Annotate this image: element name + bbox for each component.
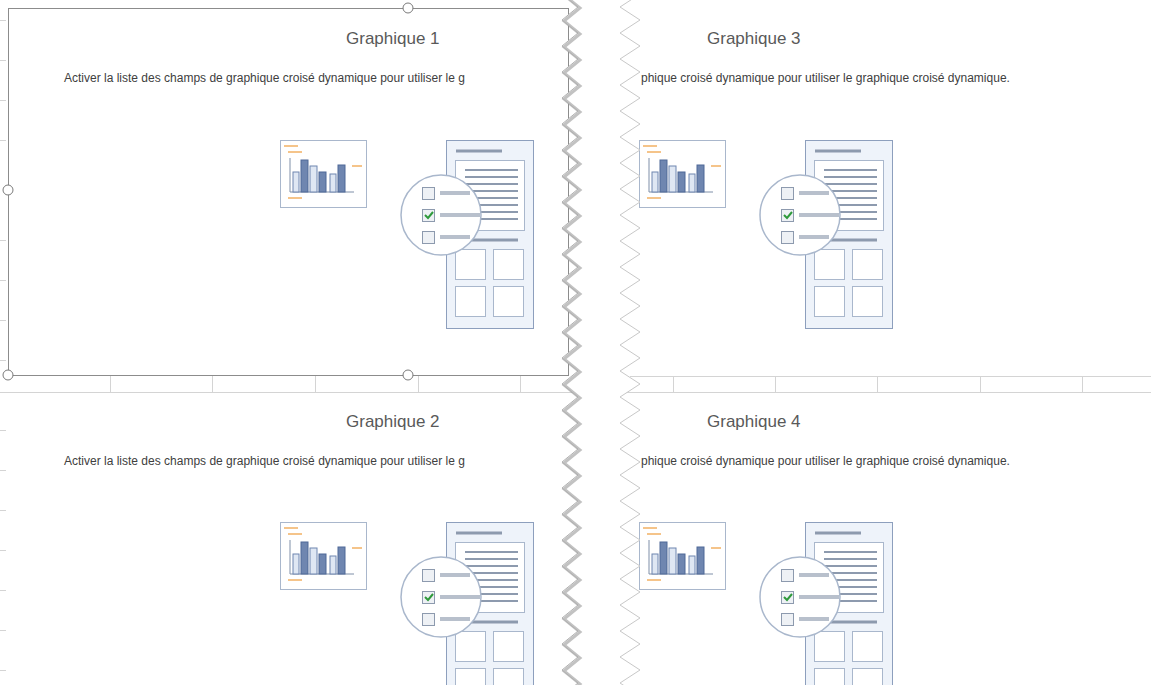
pivot-chart-area: Graphique 2 Activer la liste des champs d… xyxy=(9,393,559,685)
pivot-chart-area: Graphique 1 Activer la liste des champs d… xyxy=(9,9,559,375)
chart-title: Graphique 4 xyxy=(707,412,801,432)
chart-message: phique croisé dynamique pour utiliser le… xyxy=(641,71,1010,85)
chart-title: Graphique 1 xyxy=(346,29,440,49)
chart-message: Activer la liste des champs de graphique… xyxy=(64,71,465,85)
chart-title: Graphique 2 xyxy=(346,412,440,432)
pivot-chart-area: Graphique 3 phique croisé dynamique pour … xyxy=(641,9,1146,375)
chart-title: Graphique 3 xyxy=(707,29,801,49)
chart-message: phique croisé dynamique pour utiliser le… xyxy=(641,454,1010,468)
chart-message: Activer la liste des champs de graphique… xyxy=(64,454,465,468)
pivot-chart-area: Graphique 4 phique croisé dynamique pour … xyxy=(641,393,1146,685)
